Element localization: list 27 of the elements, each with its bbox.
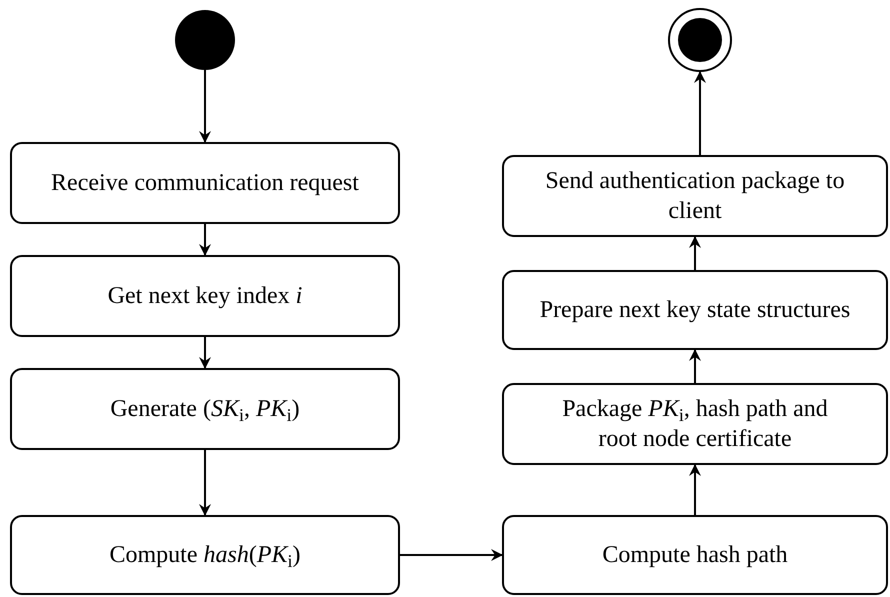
- action-label: Package PK$_{i}$, hash path and root node certificate: [561, 395, 829, 454]
- arrow: [199, 70, 211, 143]
- arrow: [689, 349, 701, 383]
- action-label: Prepare next key state structures: [540, 296, 850, 325]
- arrow: [689, 464, 701, 515]
- action-label: Generate (SK$_{i}$, PK$_{i}$): [110, 395, 300, 424]
- action-box: [502, 270, 888, 350]
- arrow: [199, 450, 211, 516]
- action-label: Get next key index i: [108, 282, 302, 311]
- action-box: [10, 142, 400, 224]
- action-label: Compute hash(PK$_{i}$): [109, 541, 301, 570]
- action-label: Receive communication request: [51, 169, 359, 198]
- arrow: [689, 236, 701, 270]
- arrow: [694, 71, 706, 155]
- arrow: [199, 224, 211, 256]
- action-box: [502, 383, 888, 465]
- action-box: [10, 515, 400, 595]
- arrow: [199, 337, 211, 369]
- arrow: [400, 549, 503, 561]
- action-label: Send authentication package to client: [545, 167, 845, 226]
- action-box: [10, 255, 400, 337]
- action-box: [10, 368, 400, 450]
- initial-node: [175, 10, 235, 70]
- final-node: [668, 8, 732, 72]
- action-box: [502, 155, 888, 237]
- action-label: Compute hash path: [602, 541, 788, 570]
- action-box: [502, 515, 888, 595]
